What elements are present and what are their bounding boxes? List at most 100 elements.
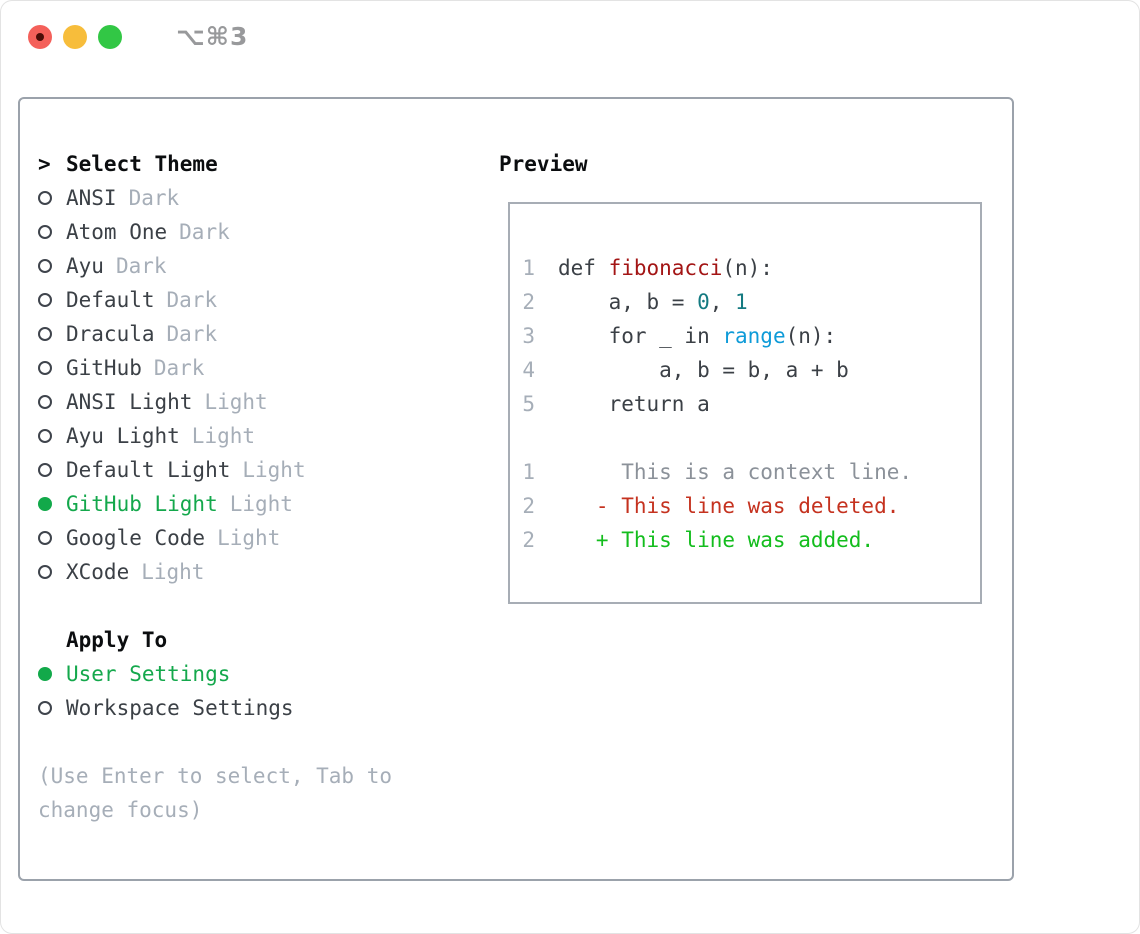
- radio-selected-icon: [38, 667, 52, 681]
- code-token: (n):: [722, 256, 773, 280]
- theme-variant: Dark: [166, 322, 218, 346]
- theme-option[interactable]: Default Dark: [38, 283, 438, 317]
- line-number: 1: [522, 460, 535, 484]
- apply-to-header: Apply To: [38, 623, 438, 657]
- theme-variant: Light: [242, 458, 306, 482]
- line-number: 2: [522, 290, 535, 314]
- radio-unselected-icon: [38, 191, 52, 205]
- theme-option[interactable]: ANSI Light Light: [38, 385, 438, 419]
- radio-unselected-icon: [38, 327, 52, 341]
- line-number: 1: [522, 256, 535, 280]
- theme-option[interactable]: Atom One Dark: [38, 215, 438, 249]
- theme-name: Default Light: [66, 458, 231, 482]
- code-line: 3 for _ in range(n):: [522, 319, 912, 353]
- theme-name: ANSI: [66, 186, 117, 210]
- code-token: This is a context line.: [558, 460, 913, 484]
- radio-unselected-icon: [38, 565, 52, 579]
- theme-variant: Light: [141, 560, 205, 584]
- theme-variant: Light: [204, 390, 268, 414]
- code-token: 1: [735, 290, 748, 314]
- apply-to-label: User Settings: [66, 662, 231, 686]
- radio-unselected-icon: [38, 429, 52, 443]
- code-token: fibonacci: [608, 256, 723, 280]
- code-token: range: [722, 324, 786, 348]
- code-token: ,: [709, 290, 736, 314]
- theme-variant: Dark: [115, 254, 167, 278]
- prompt-caret: >: [38, 152, 51, 176]
- theme-name: Google Code: [66, 526, 206, 550]
- theme-name: GitHub: [66, 356, 142, 380]
- line-number: 2: [522, 494, 535, 518]
- select-theme-header: > Select Theme: [38, 147, 438, 181]
- code-token: (n):: [785, 324, 837, 348]
- select-theme-heading: Select Theme: [66, 152, 218, 176]
- theme-option[interactable]: ANSI Dark: [38, 181, 438, 215]
- radio-unselected-icon: [38, 361, 52, 375]
- line-number: 5: [522, 392, 535, 416]
- code-token: - This line was deleted.: [558, 494, 900, 518]
- theme-option[interactable]: Dracula Dark: [38, 317, 438, 351]
- theme-name: ANSI Light: [66, 390, 193, 414]
- theme-variant: Dark: [128, 186, 180, 210]
- radio-unselected-icon: [38, 463, 52, 477]
- code-line: 2 + This line was added.: [522, 523, 912, 557]
- code-line: 2 a, b = 0, 1: [522, 285, 912, 319]
- theme-option[interactable]: GitHub Dark: [38, 351, 438, 385]
- radio-unselected-icon: [38, 293, 52, 307]
- code-text: a, b = 0, 1: [558, 290, 748, 314]
- apply-to-heading: Apply To: [66, 628, 168, 652]
- radio-unselected-icon: [38, 701, 52, 715]
- theme-variant: Dark: [153, 356, 205, 380]
- theme-name: Default: [66, 288, 155, 312]
- apply-to-label: Workspace Settings: [66, 696, 294, 720]
- theme-option[interactable]: Google Code Light: [38, 521, 438, 555]
- code-token: a, b = b, a + b: [558, 358, 849, 382]
- theme-name: Dracula: [66, 322, 155, 346]
- radio-selected-icon: [38, 497, 52, 511]
- code-line: 2 - This line was deleted.: [522, 489, 912, 523]
- preview-heading: Preview: [499, 152, 588, 176]
- hint-text: (Use Enter to select, Tab to change focu…: [38, 764, 405, 822]
- radio-unselected-icon: [38, 531, 52, 545]
- theme-name: Ayu: [66, 254, 104, 278]
- spacer: [38, 589, 438, 623]
- radio-unselected-icon: [38, 225, 52, 239]
- theme-option[interactable]: XCode Light: [38, 555, 438, 589]
- minimize-button[interactable]: [63, 25, 87, 49]
- code-line: 4 a, b = b, a + b: [522, 353, 912, 387]
- code-token: a, b =: [558, 290, 698, 314]
- theme-name: XCode: [66, 560, 130, 584]
- code-text: - This line was deleted.: [558, 494, 899, 518]
- close-button[interactable]: [28, 25, 52, 49]
- zoom-button[interactable]: [98, 25, 122, 49]
- theme-name: Atom One: [66, 220, 168, 244]
- theme-name: GitHub Light: [66, 492, 218, 516]
- unsaved-dot-icon: [36, 33, 44, 41]
- code-token: + This line was added.: [558, 528, 875, 552]
- theme-variant: Light: [217, 526, 281, 550]
- theme-option[interactable]: Default Light Light: [38, 453, 438, 487]
- code-text: for _ in range(n):: [558, 324, 837, 348]
- theme-variant: Dark: [179, 220, 230, 244]
- line-number: 2: [522, 528, 535, 552]
- line-number: 4: [522, 358, 535, 382]
- code-text: + This line was added.: [558, 528, 874, 552]
- apply-to-option[interactable]: Workspace Settings: [38, 691, 438, 725]
- code-text: a, b = b, a + b: [558, 358, 849, 382]
- code-line: 1 This is a context line.: [522, 455, 912, 489]
- radio-unselected-icon: [38, 395, 52, 409]
- spacer: [38, 725, 438, 759]
- theme-option[interactable]: Ayu Dark: [38, 249, 438, 283]
- radio-unselected-icon: [38, 259, 52, 273]
- theme-variant: Dark: [166, 288, 218, 312]
- code-token: for _ in: [558, 324, 723, 348]
- apply-to-option[interactable]: User Settings: [38, 657, 438, 691]
